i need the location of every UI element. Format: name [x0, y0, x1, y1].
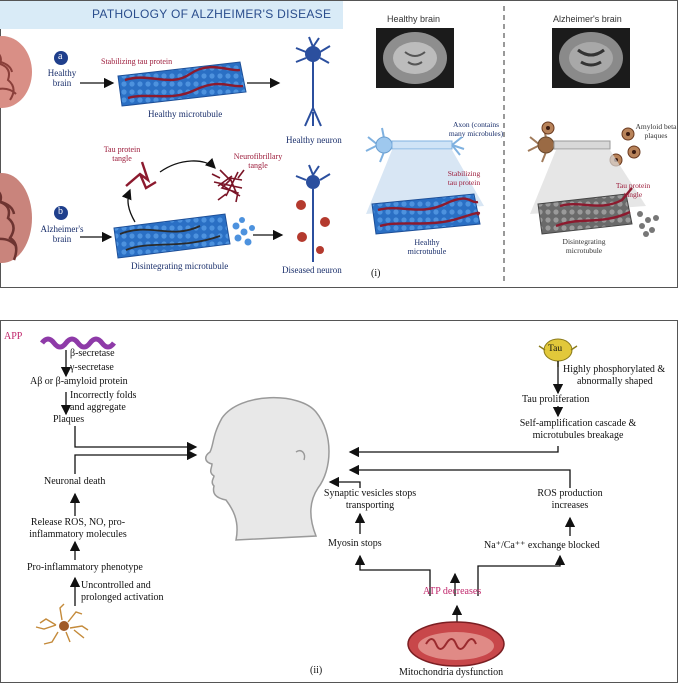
axon-line1: Axon (contains [452, 120, 500, 129]
healthy-microtubule-icon [117, 61, 247, 107]
disintegrating-microtubule-label: Disintegrating microtubule [131, 261, 229, 271]
alz-brain-line1: Alzheimer's [40, 224, 84, 234]
axon-line2: many microbules) [448, 128, 504, 138]
alzheimers-brain-title: Alzheimer's brain [553, 14, 622, 24]
ros-line2: increases [551, 499, 589, 511]
axon-label: Axon (contains many microbules) [448, 120, 504, 138]
tau-label: Tau [548, 344, 563, 354]
title-band [0, 1, 343, 29]
proinflammatory-phenotype-label: Pro-inflammatory phenotype [27, 562, 143, 573]
disintegrating-microtubule-right-label: Disintegrating microtubule [562, 237, 606, 255]
tangle-right-line1: Tau protein [615, 181, 651, 190]
alz-brain-line2: brain [52, 234, 72, 245]
synaptic-line2: transporting [345, 499, 395, 511]
myosin-stops-label: Myosin stops [328, 538, 382, 549]
hyper-line2: abnormally shaped [577, 375, 653, 387]
badge-a-label: a [58, 51, 63, 62]
stabilizing-tau-label: Stabilizing tau protein [101, 57, 173, 66]
ros-line1: ROS production [537, 488, 603, 499]
microglia-icon [35, 603, 89, 645]
tau-tangle-line1: Tau protein [103, 145, 141, 154]
app-label: APP [4, 331, 23, 342]
self-line1: Self-amplification cascade & [519, 418, 637, 429]
disintegrating-microtubule-icon [113, 213, 255, 259]
nft-label: Neurofibrillary tangle [234, 152, 282, 170]
hyperphosphorylated-label: Highly phosphorylated & abnormally shape… [563, 364, 665, 387]
app-protein-icon [40, 336, 116, 350]
abeta-label: Aβ or β-amyloid protein [30, 376, 128, 387]
disint-line2: microtubule [565, 245, 603, 255]
nft-line2: tangle [248, 161, 268, 171]
amyloid-line2: plaques [644, 130, 668, 140]
alzheimers-brain-label: Alzheimer's brain [40, 224, 83, 245]
badge-b-icon [54, 206, 68, 220]
exchange-blocked-label: Na⁺/Ca⁺⁺ exchange blocked [484, 540, 600, 551]
badge-b-label: b [58, 206, 63, 217]
disint-line1: Disintegrating [562, 237, 606, 246]
uncontrolled-line2: prolonged activation [81, 591, 164, 603]
disintegrating-microtubule-right-icon [537, 187, 659, 237]
synaptic-line1: Synaptic vesicles stops [323, 488, 417, 499]
stab-line2: tau protein [447, 177, 481, 187]
gamma-secretase-label: γ-secretase [70, 362, 114, 373]
self-line2: microtubules breakage [532, 429, 624, 441]
healthy-microtubule-label: Healthy microtubule [148, 109, 223, 119]
uncontrolled-line1: Uncontrolled and [81, 580, 151, 591]
hyper-line2-wrap: abnormally shaped [563, 376, 653, 387]
amyloid-neuron-icon [527, 121, 641, 167]
healthy-brain-slice-icon [0, 36, 32, 108]
release-line2: inflammatory molecules [29, 528, 127, 540]
healthy-axon-neuron-icon [365, 127, 465, 163]
incorrect-line1: Incorrectly folds [70, 390, 137, 401]
healthy-mt-line1: Healthy [414, 238, 440, 247]
ros-production-label: ROS production increases [537, 488, 602, 511]
healthy-neuron-label: Healthy neuron [286, 135, 342, 145]
mitochondria-dysfunction-label: Mitochondria dysfunction [399, 667, 504, 678]
incorrect-line2: and aggregate [70, 401, 126, 413]
panel-label-ii: (ii) [310, 665, 323, 676]
amyloid-line1: Amyloid beta [635, 122, 677, 131]
healthy-microtubule-right-icon [371, 193, 481, 235]
tau-tangle-line2: tangle [112, 154, 132, 164]
neurofibrillary-tangle-icon [211, 169, 245, 203]
healthy-brain-line1: Healthy [47, 68, 77, 78]
incorrect-fold-label: Incorrectly folds and aggregate [70, 390, 136, 413]
healthy-brain-line2: brain [52, 78, 72, 89]
tau-protein-tangle-icon [125, 161, 157, 190]
healthy-brain-title: Healthy brain [387, 14, 441, 24]
atp-decreases-label: ATP decreases [423, 586, 482, 597]
beta-secretase-label: β-secretase [70, 348, 115, 359]
human-head-icon [205, 396, 330, 541]
plaques-label: Plaques [53, 414, 85, 425]
tau-tangle-label: Tau protein tangle [104, 145, 141, 163]
healthy-neuron-icon [295, 36, 331, 127]
badge-a-icon [54, 51, 68, 65]
release-line1: Release ROS, NO, pro- [30, 517, 126, 528]
hyper-line1: Highly phosphorylated & [563, 364, 666, 375]
healthy-brain-label: Healthy brain [48, 68, 77, 89]
mitochondria-icon [407, 621, 505, 667]
neuronal-death-label: Neuronal death [44, 476, 106, 487]
nft-line1: Neurofibrillary [233, 152, 283, 161]
self-amplification-label: Self-amplification cascade & microtubule… [520, 418, 637, 441]
healthy-mt-line2: microtubule [407, 247, 447, 257]
stab-line1: Stabilizing [447, 169, 481, 178]
tangle-right-line2: tangle [623, 189, 643, 199]
tau-proliferation-label: Tau proliferation [522, 394, 590, 405]
synaptic-vesicles-label: Synaptic vesicles stops transporting [324, 488, 416, 511]
page-title: PATHOLOGY OF ALZHEIMER'S DISEASE [92, 7, 332, 21]
release-ros-label: Release ROS, NO, pro- inflammatory molec… [29, 517, 126, 540]
alzheimers-brain-mri-icon [552, 28, 630, 88]
alzheimers-brain-slice-icon [0, 173, 32, 263]
uncontrolled-activation-label: Uncontrolled and prolonged activation [81, 580, 163, 603]
healthy-brain-mri-icon [376, 28, 454, 88]
panel-label-i: (i) [371, 268, 381, 279]
stabilizing-tau-right-label: Stabilizing tau protein [447, 169, 481, 187]
diseased-neuron-label: Diseased neuron [282, 265, 342, 275]
amyloid-plaques-label: Amyloid beta plaques [635, 122, 677, 140]
healthy-microtubule-right-label: Healthy microtubule [408, 238, 447, 256]
diseased-neuron-icon [295, 164, 331, 262]
tau-tangle-right-label: Tau protein tangle [615, 181, 651, 199]
